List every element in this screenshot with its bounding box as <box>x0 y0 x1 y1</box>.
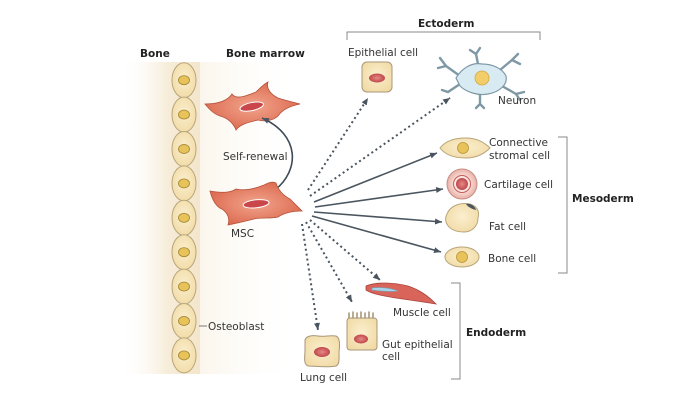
osteoblast-cell <box>171 199 197 236</box>
neuron-nucleus <box>474 70 490 86</box>
fat-cell-label: Fat cell <box>489 221 526 233</box>
osteoblast-label: Osteoblast <box>208 321 264 333</box>
osteoblast-cell <box>171 303 197 339</box>
osteoblast-nucleus <box>178 144 190 154</box>
neuron-cell <box>436 46 526 110</box>
cartilage-nucleus <box>456 178 468 190</box>
lung-cell-label: Lung cell <box>300 372 347 384</box>
osteoblast-cell <box>171 337 197 374</box>
connective-nucleus <box>457 142 469 154</box>
osteoblast-nucleus <box>178 350 190 361</box>
ectoderm-bracket <box>346 31 541 40</box>
arrow-to-fat <box>313 211 443 225</box>
osteoblast-cell <box>171 165 197 202</box>
muscle-cell <box>365 282 438 305</box>
osteoblast-column <box>171 62 197 374</box>
mesoderm-label: Mesoderm <box>572 193 634 205</box>
epithelial-cell-label: Epithelial cell <box>348 47 418 59</box>
arrow-to-epithelial <box>307 97 369 191</box>
fat-cell <box>445 203 479 233</box>
osteoblast-nucleus <box>178 316 190 326</box>
osteoblast-nucleus <box>178 75 190 86</box>
connective-stromal-label-line2: stromal cell <box>489 150 550 162</box>
bone-cell <box>444 246 480 268</box>
lung-cell <box>304 335 341 368</box>
fat-cell-nucleus <box>466 203 476 210</box>
osteoblast-nucleus <box>178 109 190 120</box>
osteoblast-cell <box>171 234 197 271</box>
msc-cell <box>209 181 303 226</box>
arrow-to-bone-cell <box>311 215 442 254</box>
osteoblast-nucleus <box>178 281 190 292</box>
differentiation-arrows <box>301 97 451 331</box>
connective-stromal-cell <box>439 137 491 159</box>
endoderm-label: Endoderm <box>466 327 526 339</box>
bone-cell-label: Bone cell <box>488 253 536 265</box>
muscle-cell-label: Muscle cell <box>393 307 451 319</box>
msc-label: MSC <box>231 228 254 240</box>
msc-nucleus <box>242 199 270 209</box>
arrow-to-cartilage <box>314 187 444 208</box>
arrow-to-muscle <box>309 219 381 281</box>
arrow-to-neuron <box>309 97 451 197</box>
mesoderm-bracket <box>558 136 568 274</box>
arrow-to-connective <box>313 152 438 203</box>
lung-nucleus <box>314 347 330 357</box>
osteoblast-cell <box>171 62 197 99</box>
ectoderm-label: Ectoderm <box>418 18 474 30</box>
msc-nucleus <box>239 101 265 112</box>
osteoblast-cell <box>171 131 197 167</box>
epithelial-cell <box>361 61 393 93</box>
neuron-label: Neuron <box>498 95 536 107</box>
bone-marrow-label: Bone marrow <box>226 48 305 60</box>
osteoblast-nucleus <box>178 247 190 258</box>
gut-epithelial-label-line1: Gut epithelial <box>382 339 453 351</box>
osteoblast-cell <box>171 96 197 133</box>
gut-epithelial-cell <box>346 311 378 351</box>
arrow-to-gut <box>305 221 353 303</box>
self-renewal-label: Self-renewal <box>223 151 288 163</box>
endoderm-bracket <box>451 282 461 380</box>
connective-stromal-label-line1: Connective <box>489 137 548 149</box>
gut-epithelial-label-line2: cell <box>382 351 400 363</box>
muscle-nucleus <box>371 287 399 292</box>
osteoblast-cell <box>171 268 197 305</box>
cartilage-cell <box>446 168 478 200</box>
msc-self-renewed-cell <box>204 81 301 131</box>
self-renewal-arrow <box>261 117 294 191</box>
epithelial-nucleus <box>369 73 385 83</box>
cartilage-cell-label: Cartilage cell <box>484 179 553 191</box>
osteoblast-nucleus <box>178 178 190 189</box>
bone-cell-nucleus <box>456 251 468 263</box>
gut-microvilli <box>348 311 374 319</box>
gut-nucleus <box>354 334 368 344</box>
bone-label: Bone <box>140 48 170 60</box>
osteoblast-nucleus <box>178 212 190 223</box>
